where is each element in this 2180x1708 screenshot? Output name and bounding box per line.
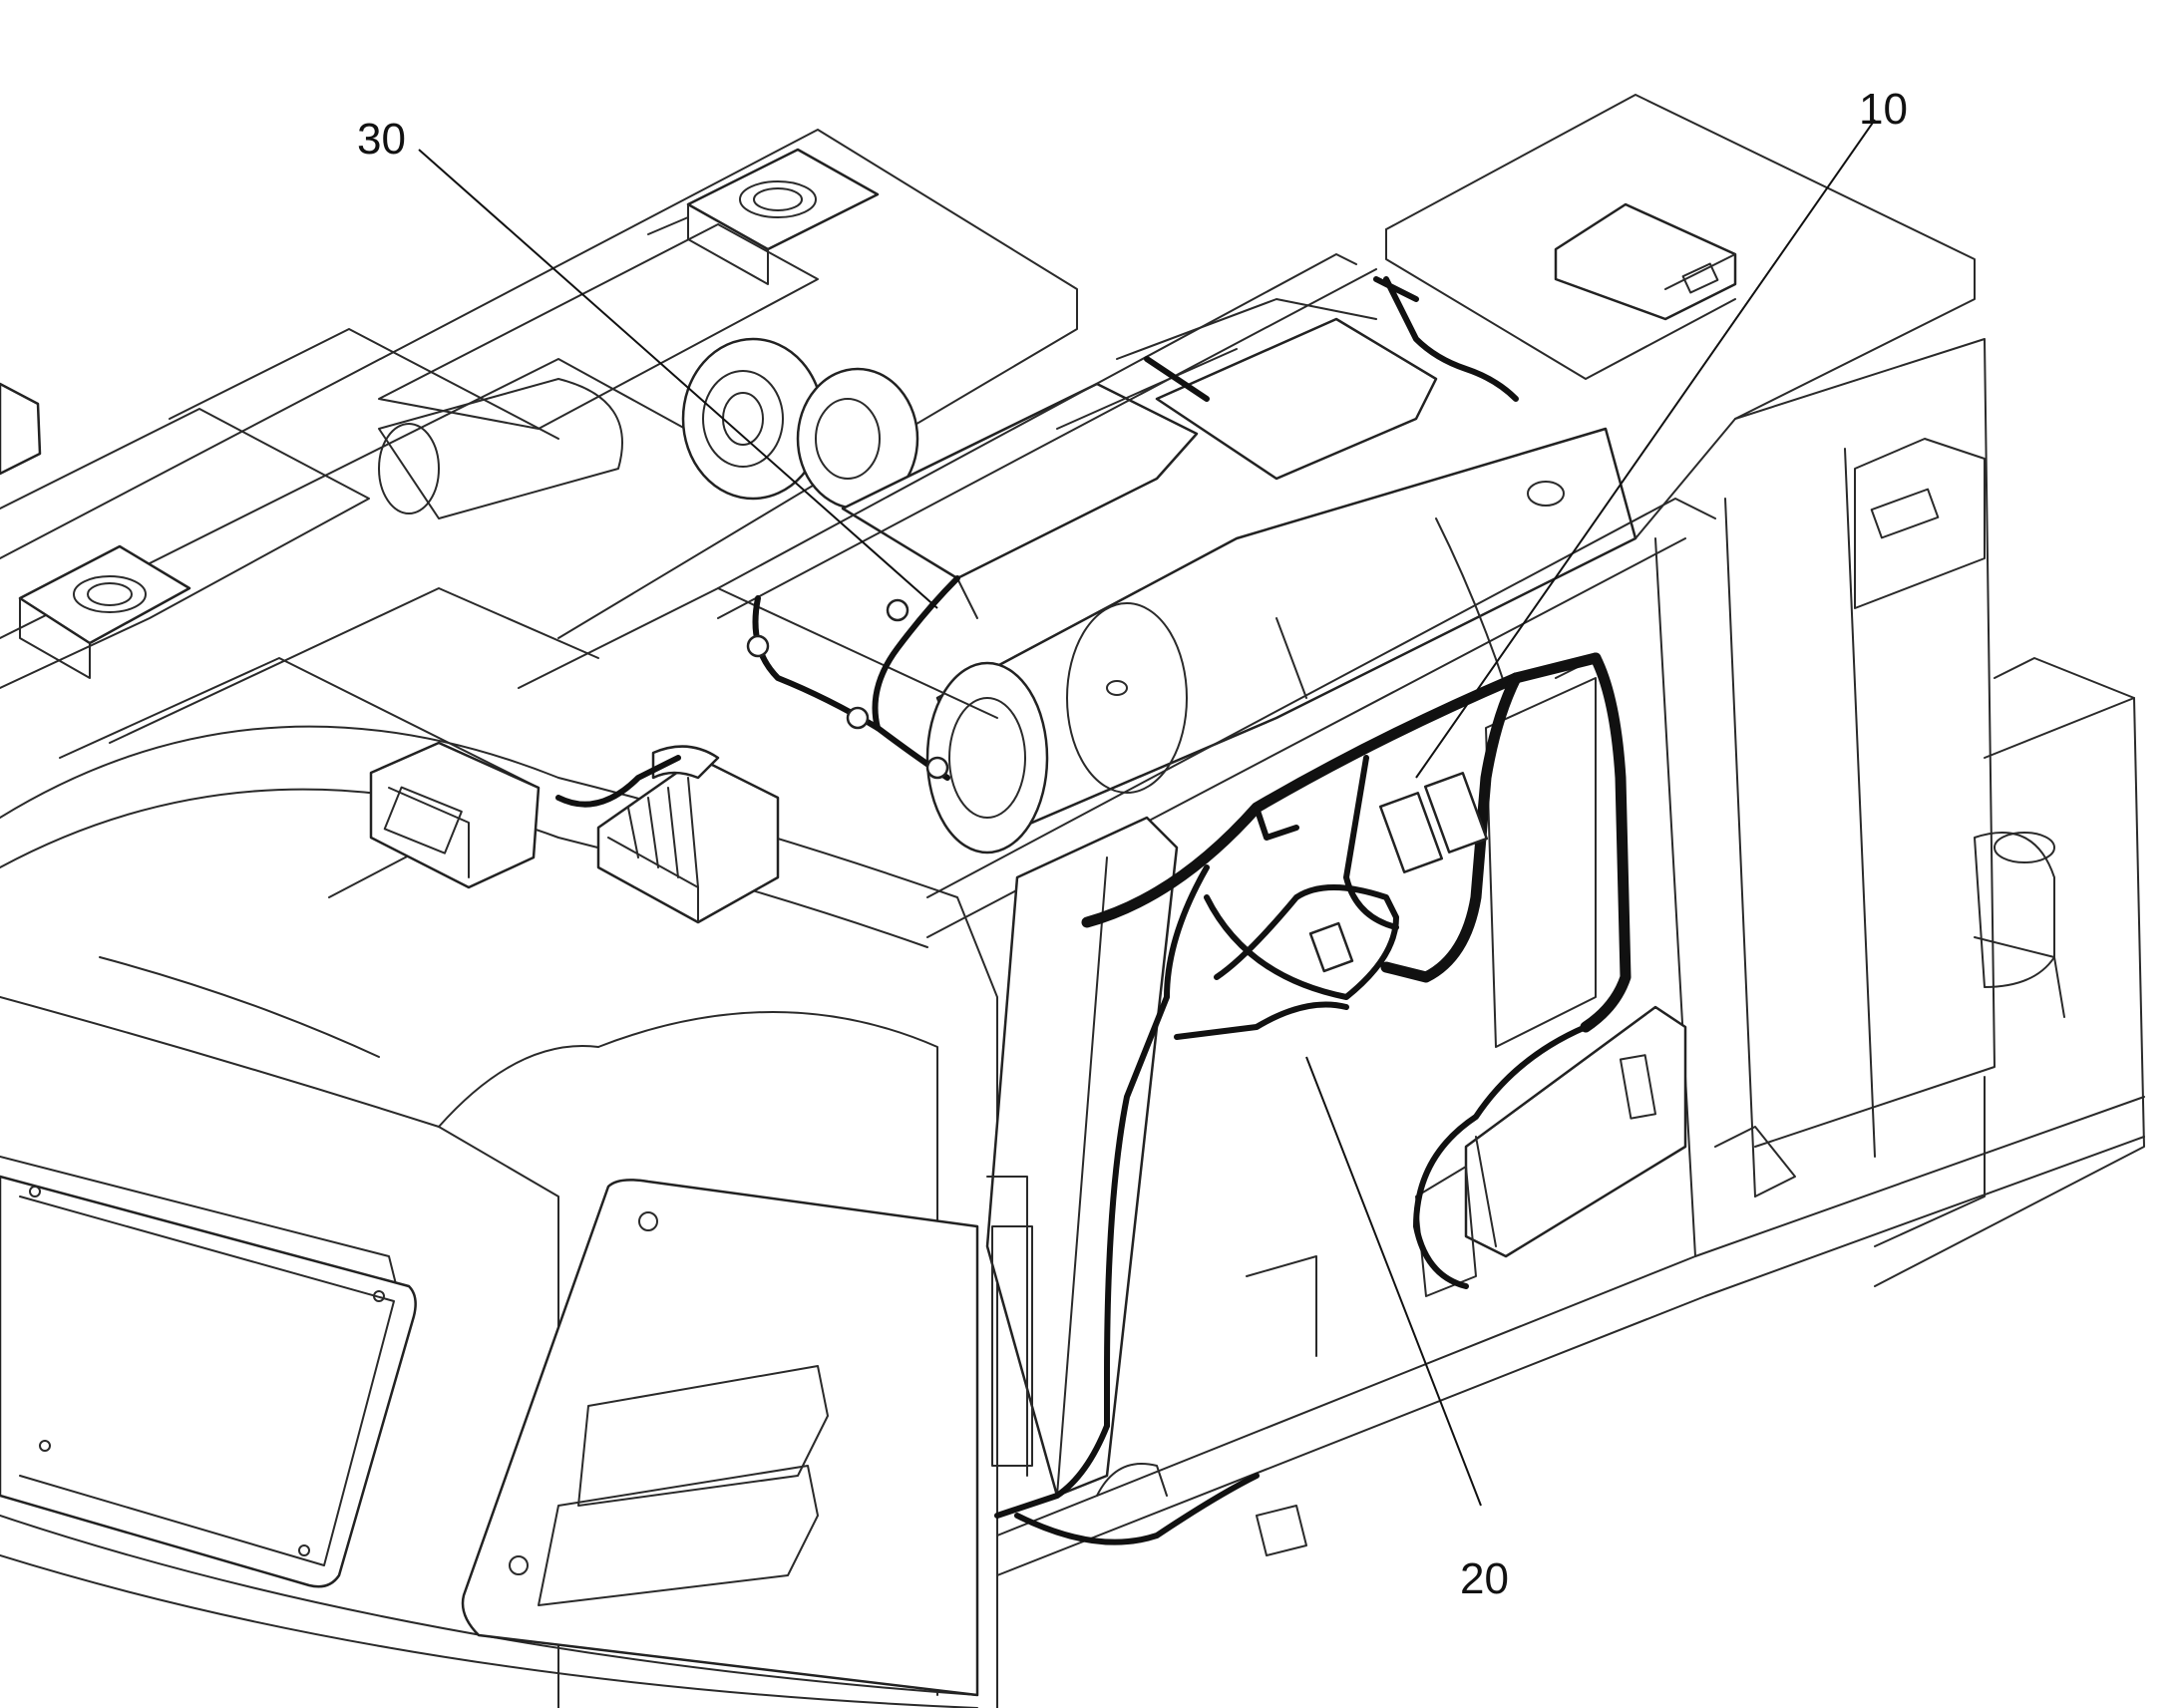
front-pillar (985, 816, 1179, 1498)
turret-mount-rear (647, 148, 880, 285)
harness-30 (555, 575, 960, 808)
callout-30: 30 (357, 115, 406, 164)
harness-upper-right (1144, 276, 1519, 402)
leader-line-10 (1415, 119, 1876, 779)
harness-10 (1081, 652, 1632, 1033)
hood-side-panel-left (0, 1175, 417, 1588)
upper-frame-deck (0, 129, 1078, 898)
side-door-louvred (461, 1179, 979, 1697)
callout-10: 10 (1859, 85, 1908, 134)
top-panels (841, 298, 1438, 619)
battery-vent-box (369, 741, 541, 889)
louvre-vents (538, 1365, 829, 1606)
turret-mount-left (18, 544, 191, 679)
electronic-control-unit (1415, 1005, 1687, 1297)
leader-line-20 (1305, 1056, 1482, 1507)
left-edge-component (0, 382, 42, 476)
harness-20 (994, 864, 1589, 1545)
rear-right-frame (1385, 94, 2145, 1287)
pulley-assembly (378, 337, 919, 519)
leader-line-30 (418, 149, 938, 609)
bottom-frame (996, 1096, 2145, 1576)
air-vent-cap (596, 745, 780, 924)
rear-module-box (1554, 202, 1737, 321)
callout-20: 20 (1460, 1554, 1509, 1603)
